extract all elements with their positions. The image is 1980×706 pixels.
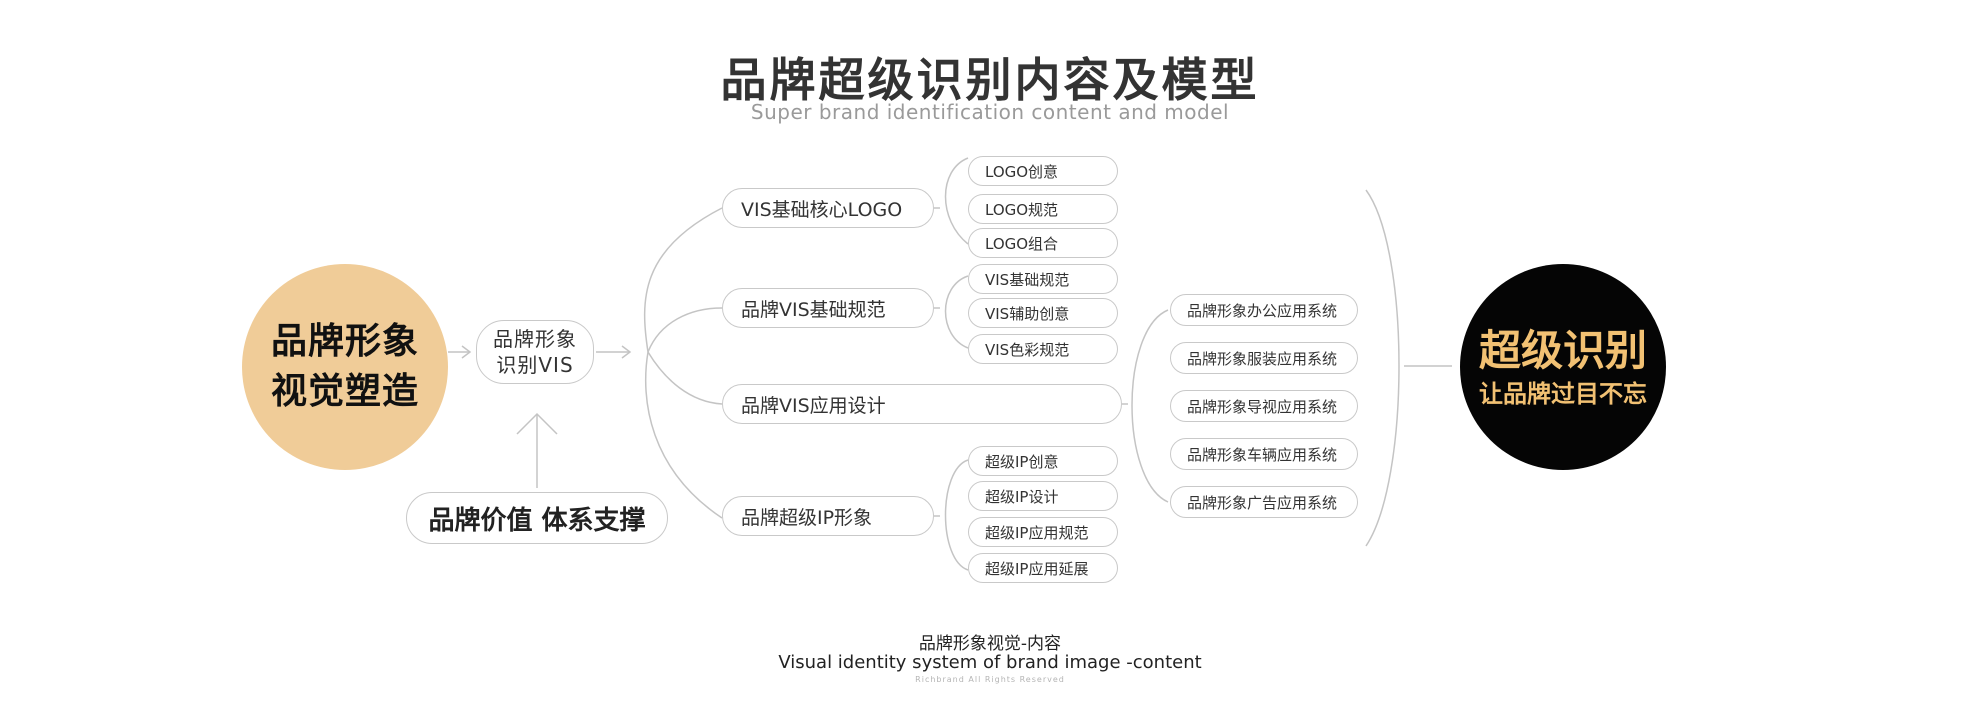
leaf-ip-application-extension: 超级IP应用延展: [968, 553, 1118, 583]
app-advertising-system: 品牌形象广告应用系统: [1170, 486, 1358, 518]
leaf-ip-design: 超级IP设计: [968, 481, 1118, 511]
app-office-system: 品牌形象办公应用系统: [1170, 294, 1358, 326]
category-vis-base: 品牌VIS基础规范: [722, 288, 934, 328]
copyright-notice: Richbrand All Rights Reserved: [915, 675, 1065, 684]
super-identity-title: 超级识别: [1478, 326, 1647, 375]
app-wayfinding-system: 品牌形象导视应用系统: [1170, 390, 1358, 422]
super-identity-slogan: 让品牌过目不忘: [1479, 380, 1647, 408]
caption-chinese: 品牌形象视觉-内容: [918, 634, 1062, 654]
page-title: 品牌超级识别内容及模型: [720, 53, 1260, 107]
vis-node-line2: 识别VIS: [496, 353, 574, 377]
category-vis-application: 品牌VIS应用设计: [722, 384, 1122, 424]
leaf-vis-color-spec: VIS色彩规范: [968, 334, 1118, 364]
brand-image-circle: 品牌形象 视觉塑造: [242, 264, 448, 470]
page-subtitle: Super brand identification content and m…: [750, 100, 1230, 124]
leaf-logo-creative: LOGO创意: [968, 156, 1118, 186]
leaf-logo-spec: LOGO规范: [968, 194, 1118, 224]
leaf-vis-base-spec: VIS基础规范: [968, 264, 1118, 294]
category-super-ip: 品牌超级IP形象: [722, 496, 934, 536]
brand-image-line1: 品牌形象: [270, 321, 419, 362]
brand-value-support-node: 品牌价值 体系支撑: [406, 492, 668, 544]
leaf-ip-creative: 超级IP创意: [968, 446, 1118, 476]
super-identity-circle: 超级识别 让品牌过目不忘: [1460, 264, 1666, 470]
vis-node: 品牌形象 识别VIS: [476, 320, 594, 384]
vis-node-line1: 品牌形象: [493, 327, 577, 351]
caption-english: Visual identity system of brand image -c…: [778, 652, 1202, 673]
leaf-logo-combo: LOGO组合: [968, 228, 1118, 258]
leaf-ip-application-spec: 超级IP应用规范: [968, 517, 1118, 547]
category-logo: VIS基础核心LOGO: [722, 188, 934, 228]
app-vehicle-system: 品牌形象车辆应用系统: [1170, 438, 1358, 470]
leaf-vis-aux-creative: VIS辅助创意: [968, 298, 1118, 328]
brand-image-line2: 视觉塑造: [270, 371, 419, 412]
app-apparel-system: 品牌形象服装应用系统: [1170, 342, 1358, 374]
